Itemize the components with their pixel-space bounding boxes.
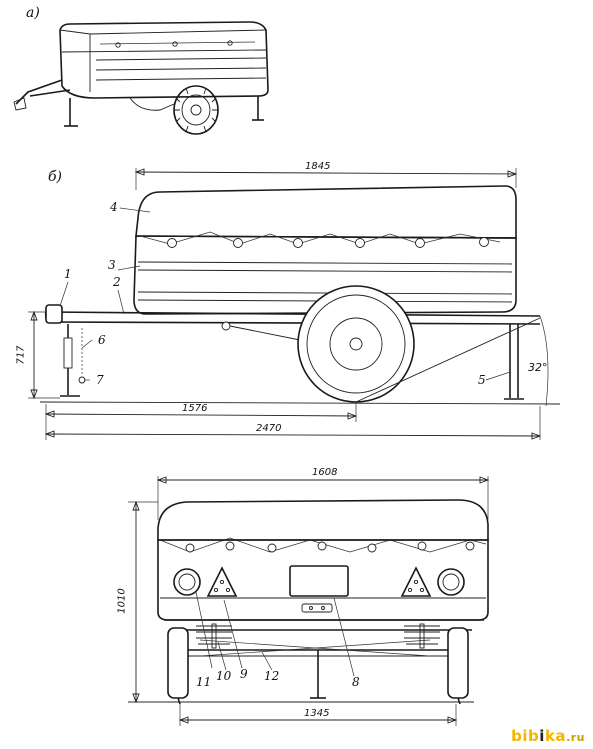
part-label-11: 11 bbox=[196, 675, 212, 689]
cover-side bbox=[135, 185, 517, 239]
part-label-3: 3 bbox=[108, 258, 116, 272]
watermark: bibika.ru bbox=[511, 727, 585, 745]
dimension-width-overall: 1608 bbox=[312, 467, 338, 478]
part-label-2: 2 bbox=[113, 275, 121, 289]
view-label-a: а) bbox=[26, 5, 40, 21]
cover-rear bbox=[157, 499, 489, 541]
rear-lamp-right bbox=[437, 568, 465, 596]
watermark-text-left: bib bbox=[511, 727, 540, 745]
part-label-9: 9 bbox=[240, 667, 248, 681]
dimension-angle: 32° bbox=[528, 361, 548, 374]
view-label-b: б) bbox=[48, 169, 63, 185]
dimension-height-coupling: 717 bbox=[15, 345, 27, 365]
frame-side bbox=[47, 311, 541, 317]
dimension-length-overall: 2470 bbox=[256, 423, 282, 434]
watermark-text-mid: i bbox=[539, 727, 545, 745]
part-label-4: 4 bbox=[110, 200, 118, 214]
number-plate bbox=[289, 565, 349, 597]
rear-lamp-left bbox=[173, 568, 201, 596]
springs bbox=[196, 623, 440, 649]
trailer-body-perspective bbox=[59, 21, 269, 99]
part-label-7: 7 bbox=[96, 373, 104, 387]
dimension-length-body: 1845 bbox=[305, 161, 331, 172]
rear-view bbox=[128, 476, 490, 726]
wheel-side bbox=[297, 285, 415, 403]
wheel-rear-left bbox=[167, 627, 189, 699]
watermark-text-right: ka bbox=[544, 727, 567, 745]
part-label-1: 1 bbox=[64, 267, 72, 281]
part-label-6: 6 bbox=[98, 333, 106, 347]
perspective-view bbox=[13, 21, 269, 135]
dimension-coupling-to-axle: 1576 bbox=[182, 403, 208, 414]
part-label-8: 8 bbox=[352, 675, 360, 689]
part-label-5: 5 bbox=[478, 373, 486, 387]
wheel-rear-right bbox=[447, 627, 469, 699]
part-label-10: 10 bbox=[216, 669, 232, 683]
reflector-right bbox=[400, 566, 432, 597]
dimension-track: 1345 bbox=[304, 708, 330, 719]
body-side bbox=[133, 235, 517, 315]
dimension-height-overall: 1010 bbox=[116, 588, 128, 614]
watermark-suffix: .ru bbox=[566, 731, 585, 744]
wheel-perspective bbox=[129, 85, 219, 135]
side-view bbox=[28, 168, 561, 440]
reflector-left bbox=[206, 566, 238, 597]
part-label-12: 12 bbox=[264, 669, 280, 683]
